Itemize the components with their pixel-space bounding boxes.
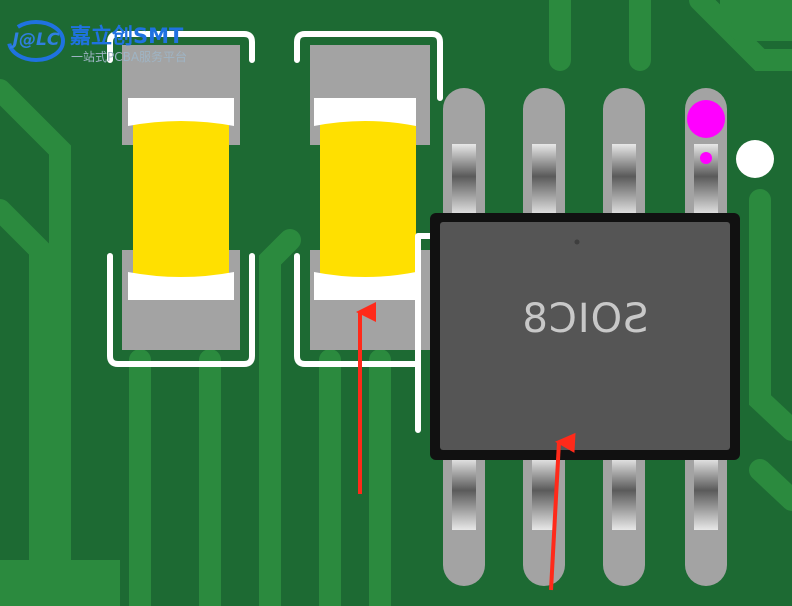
resistor-2 [294,31,443,367]
resistor-2-end-top [314,98,416,126]
pin-4-lead [694,458,718,530]
pin-7-lead [532,144,556,216]
resistor-2-end-bottom [314,272,416,300]
pin-3-lead [612,458,636,530]
pin-8-lead [452,144,476,216]
jlc-logo-mark: J@LC [6,18,66,64]
resistor-1 [107,31,255,367]
soic8-body [440,222,730,450]
fiducial-marker [736,140,774,178]
jlc-logo-tagline: 一站式PCBA服务平台 [71,50,188,64]
pin-1-lead [452,458,476,530]
resistor-1-body [133,118,229,278]
jlc-logo: J@LC 嘉立创SMT 一站式PCBA服务平台 [6,16,246,68]
pin1-marker-large [687,100,725,138]
resistor-1-end-bottom [128,272,234,300]
pin1-marker-small [700,152,712,164]
arrow-annotation-2 [549,432,576,591]
soic8-label: SOIC8 [521,296,649,342]
pin-2-lead [532,458,556,530]
resistor-2-body [320,118,416,278]
jlc-logo-brand: 嘉立创SMT [70,24,184,48]
soic8-orientation-dot [574,239,580,245]
soic8-silkscreen [415,233,433,433]
resistor-1-silkscreen [107,31,255,367]
jlc-logo-mark-text: J@LC [12,30,60,50]
pin-6-lead [612,144,636,216]
resistor-2-silkscreen [294,31,443,367]
resistor-1-end-top [128,98,234,126]
jlc-logo-swoosh [7,20,65,62]
